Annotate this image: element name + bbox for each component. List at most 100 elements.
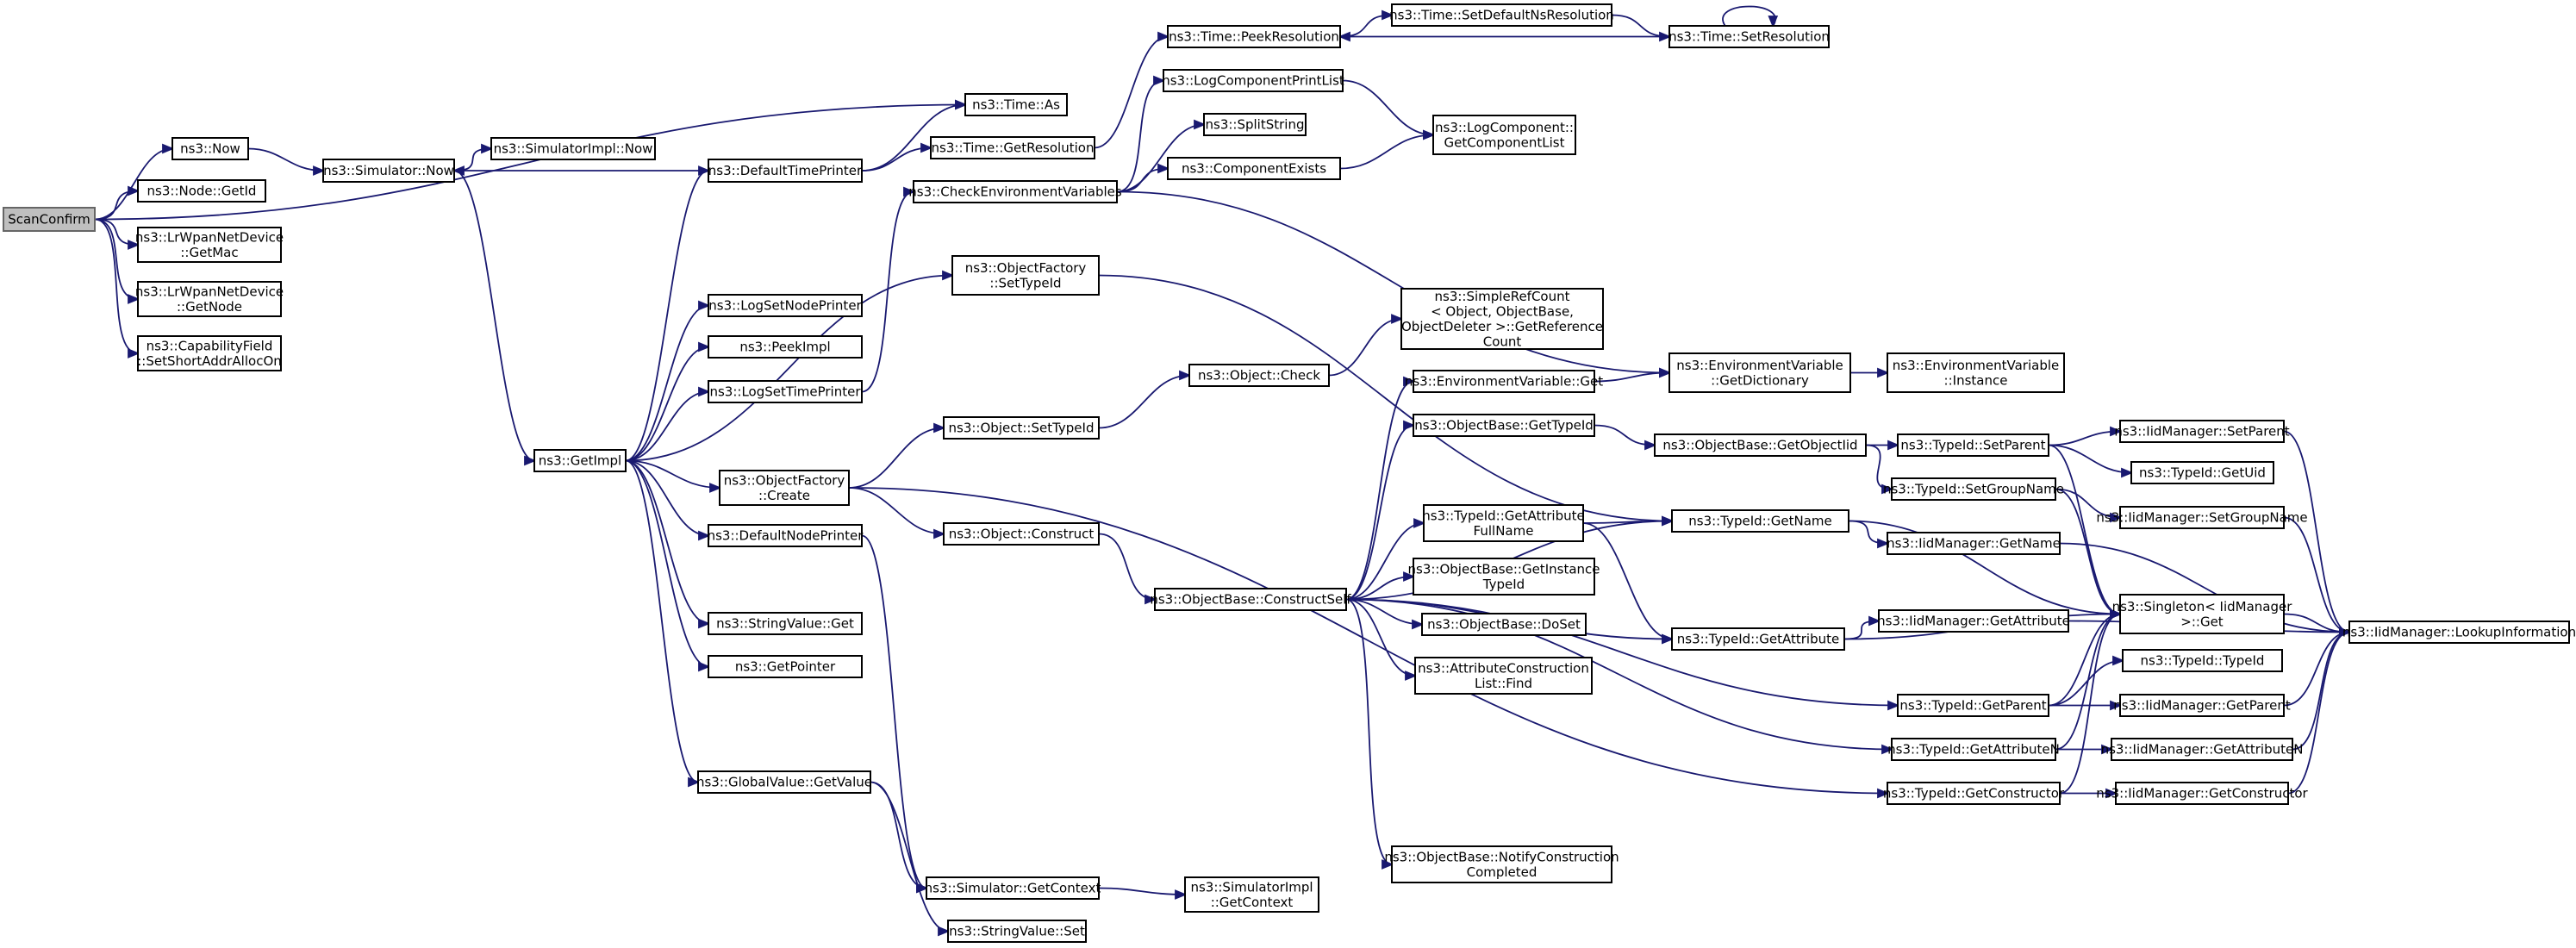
call-node-ns3-iidmanager-lookupinformation[interactable]: ns3::IidManager::LookupInformation [2342, 621, 2576, 644]
call-node-ns3-objectbase-doset[interactable]: ns3::ObjectBase::DoSet [1421, 613, 1587, 636]
call-node-ns3-logcomponent-getcomponentlist[interactable]: ns3::LogComponent::GetComponentList [1432, 115, 1576, 155]
call-node-ns3-iidmanager-getname[interactable]: ns3::IidManager::GetName [1887, 532, 2061, 555]
call-node-ns3-objectfactory-create[interactable]: ns3::ObjectFactory::Create [719, 470, 850, 506]
call-node-ns3-defaulttimeprinter[interactable]: ns3::DefaultTimePrinter [708, 159, 863, 183]
call-node-label: ns3::TypeId::SetGroupName [1883, 482, 2064, 497]
call-node-ns3-stringvalue-get[interactable]: ns3::StringValue::Get [708, 612, 863, 635]
call-node-ns3-iidmanager-setgroupname[interactable]: ns3::IidManager::SetGroupName [2096, 506, 2308, 529]
call-node-ns3-object-construct[interactable]: ns3::Object::Construct [943, 522, 1100, 546]
call-node-ns3-iidmanager-getconstructor[interactable]: ns3::IidManager::GetConstructor [2096, 782, 2309, 805]
call-node-ns3-time-setresolution[interactable]: ns3::Time::SetResolution [1668, 25, 1830, 48]
call-node-ns3-object-settypeid[interactable]: ns3::Object::SetTypeId [943, 416, 1100, 440]
call-node-scanconfirm[interactable]: ScanConfirm [3, 207, 96, 232]
call-node-label: ns3::TypeId::SetParent [1900, 438, 2045, 453]
call-node-ns3-typeid-getparent[interactable]: ns3::TypeId::GetParent [1897, 694, 2049, 717]
call-edge-n31-n43 [1345, 598, 1394, 870]
call-edge-n31-n38 [1345, 420, 1416, 601]
call-edge-n8-n12 [625, 386, 711, 462]
call-node-ns3-environmentvariable-get[interactable]: ns3::EnvironmentVariable::Get [1405, 370, 1603, 393]
call-node-ns3-simulator-getcontext[interactable]: ns3::Simulator::GetContext [925, 876, 1101, 900]
call-node-ns3-stringvalue-set[interactable]: ns3::StringValue::Set [947, 920, 1087, 943]
call-node-ns3-lrwpannetdevice-getnode[interactable]: ns3::LrWpanNetDevice::GetNode [135, 281, 284, 317]
call-edge-n9-n19 [861, 142, 933, 172]
call-node-ns3-objectbase-getobjectiid[interactable]: ns3::ObjectBase::GetObjectIid [1654, 433, 1867, 457]
call-node-ns3-typeid-getattribute[interactable]: ns3::TypeId::GetAttribute [1671, 627, 1845, 651]
call-edge-n27-n35 [1342, 79, 1436, 140]
call-node-ns3-typeid-typeid[interactable]: ns3::TypeId::TypeId [2122, 649, 2283, 672]
call-node-label: ns3::TypeId::GetConstructor [1883, 786, 2065, 801]
call-node-label: ns3::TypeId::GetName [1688, 514, 1831, 529]
call-node-ns3-componentexists[interactable]: ns3::ComponentExists [1167, 157, 1341, 180]
call-node-label: ns3::Simulator::Now [323, 163, 454, 178]
call-node-ns3-defaultnodeprinter[interactable]: ns3::DefaultNodePrinter [708, 524, 864, 547]
call-edge-n19-n26 [1094, 31, 1170, 149]
call-edge-n48-n57 [2048, 655, 2125, 707]
call-node-ns3-simulator-now[interactable]: ns3::Simulator::Now [322, 159, 455, 183]
call-node-ns3-iidmanager-getparent[interactable]: ns3::IidManager::GetParent [2113, 694, 2291, 717]
call-node-ns3-splitstring[interactable]: ns3::SplitString [1203, 113, 1307, 136]
call-node-label: FullName [1474, 523, 1534, 539]
call-node-ns3-typeid-getconstructor[interactable]: ns3::TypeId::GetConstructor [1883, 782, 2065, 805]
call-edge-n6-n7 [453, 143, 494, 172]
call-node-ns3-simplerefcount-object-objectbase-objectdeleter-getreference-count[interactable]: ns3::SimpleRefCount< Object, ObjectBase,… [1400, 288, 1604, 350]
call-node-ns3-typeid-getname[interactable]: ns3::TypeId::GetName [1671, 509, 1849, 533]
call-edge-n39-n46 [1582, 515, 1675, 527]
call-node-ns3-environmentvariable-getdictionary[interactable]: ns3::EnvironmentVariable::GetDictionary [1668, 352, 1851, 393]
call-node-ns3-logsettimeprinter[interactable]: ns3::LogSetTimePrinter [708, 380, 863, 403]
call-node-label: >::Get [2180, 614, 2224, 629]
call-edge-n46-n54 [1848, 520, 1890, 549]
call-node-ns3-iidmanager-setparent[interactable]: ns3::IidManager::SetParent [2114, 420, 2290, 443]
call-node-ns3-now[interactable]: ns3::Now [172, 137, 249, 160]
call-node-ns3-peekimpl[interactable]: ns3::PeekImpl [708, 335, 863, 359]
call-node-ns3-singleton-iidmanager-get[interactable]: ns3::Singleton< IidManager >::Get [2112, 594, 2293, 634]
call-edge-n50-n60 [2059, 788, 2118, 799]
call-node-ns3-typeid-setgroupname[interactable]: ns3::TypeId::SetGroupName [1883, 477, 2064, 501]
call-node-label: ns3::CheckEnvironmentVariables [908, 184, 1122, 200]
call-node-ns3-objectbase-constructself[interactable]: ns3::ObjectBase::ConstructSelf [1150, 588, 1351, 611]
call-edge-n60-n64 [2287, 627, 2352, 795]
call-node-label: ns3::Object::SetTypeId [949, 421, 1095, 436]
call-node-ns3-capabilityfield-setshortaddrallocon[interactable]: ns3::CapabilityField::SetShortAddrAllocO… [137, 335, 282, 371]
call-node-label: ns3::LrWpanNetDevice [135, 229, 284, 245]
call-node-ns3-node-getid[interactable]: ns3::Node::GetId [137, 179, 266, 203]
call-node-ns3-time-as[interactable]: ns3::Time::As [964, 93, 1068, 116]
call-node-label: Completed [1467, 864, 1537, 880]
call-node-ns3-getpointer[interactable]: ns3::GetPointer [708, 655, 863, 678]
call-node-ns3-typeid-setparent[interactable]: ns3::TypeId::SetParent [1897, 433, 2049, 457]
call-node-ns3-time-setdefaultnsresolution[interactable]: ns3::Time::SetDefaultNsResolution [1389, 3, 1614, 27]
call-node-label: ns3::SimulatorImpl::Now [494, 141, 653, 157]
call-node-ns3-globalvalue-getvalue[interactable]: ns3::GlobalValue::GetValue [696, 770, 872, 794]
call-node-label: ns3::TypeId::GetAttribute [1422, 508, 1584, 523]
call-edge-n31-n49 [1345, 598, 1894, 755]
call-node-label: ns3::ObjectFactory [724, 472, 845, 488]
call-node-ns3-time-getresolution[interactable]: ns3::Time::GetResolution [930, 136, 1095, 159]
call-node-ns3-simulatorimpl-getcontext[interactable]: ns3::SimulatorImpl::GetContext [1184, 876, 1319, 913]
call-node-ns3-logcomponentprintlist[interactable]: ns3::LogComponentPrintList [1162, 69, 1344, 92]
call-node-ns3-logsetnodeprinter[interactable]: ns3::LogSetNodePrinter [708, 294, 863, 317]
call-node-ns3-objectbase-gettypeid[interactable]: ns3::ObjectBase::GetTypeId [1413, 414, 1595, 437]
call-node-ns3-checkenvironmentvariables[interactable]: ns3::CheckEnvironmentVariables [908, 180, 1122, 203]
call-node-ns3-environmentvariable-instance[interactable]: ns3::EnvironmentVariable::Instance [1887, 352, 2065, 393]
call-node-ns3-iidmanager-getattributen[interactable]: ns3::IidManager::GetAttributeN [2101, 738, 2304, 761]
call-node-ns3-lrwpannetdevice-getmac[interactable]: ns3::LrWpanNetDevice::GetMac [135, 227, 284, 263]
call-edge-n8-n10 [625, 300, 711, 462]
call-edge-n31-n37 [1345, 376, 1416, 601]
call-node-ns3-object-check[interactable]: ns3::Object::Check [1188, 364, 1330, 387]
call-node-ns3-typeid-getuid[interactable]: ns3::TypeId::GetUid [2130, 461, 2274, 484]
call-node-label: ns3::ComponentExists [1182, 161, 1326, 177]
call-edge-n14-n24 [861, 534, 929, 894]
call-node-ns3-time-peekresolution[interactable]: ns3::Time::PeekResolution [1167, 25, 1341, 48]
call-node-ns3-objectbase-notifyconstruction-completed[interactable]: ns3::ObjectBase::NotifyConstructionCompl… [1384, 845, 1619, 883]
call-nodes: ScanConfirmns3::Nowns3::Node::GetIdns3::… [3, 3, 2576, 943]
call-node-ns3-objectfactory-settypeid[interactable]: ns3::ObjectFactory::SetTypeId [951, 255, 1100, 296]
call-node-ns3-getimpl[interactable]: ns3::GetImpl [533, 449, 627, 472]
call-node-ns3-typeid-getattributen[interactable]: ns3::TypeId::GetAttributeN [1887, 738, 2060, 761]
call-node-ns3-iidmanager-getattribute[interactable]: ns3::IidManager::GetAttribute [1877, 609, 2070, 633]
call-node-ns3-simulatorimpl-now[interactable]: ns3::SimulatorImpl::Now [490, 137, 656, 160]
call-node-label: ns3::StringValue::Set [949, 924, 1085, 939]
call-edge-n53-n63 [2055, 488, 2123, 523]
call-node-label: ns3::AttributeConstruction [1418, 660, 1589, 676]
